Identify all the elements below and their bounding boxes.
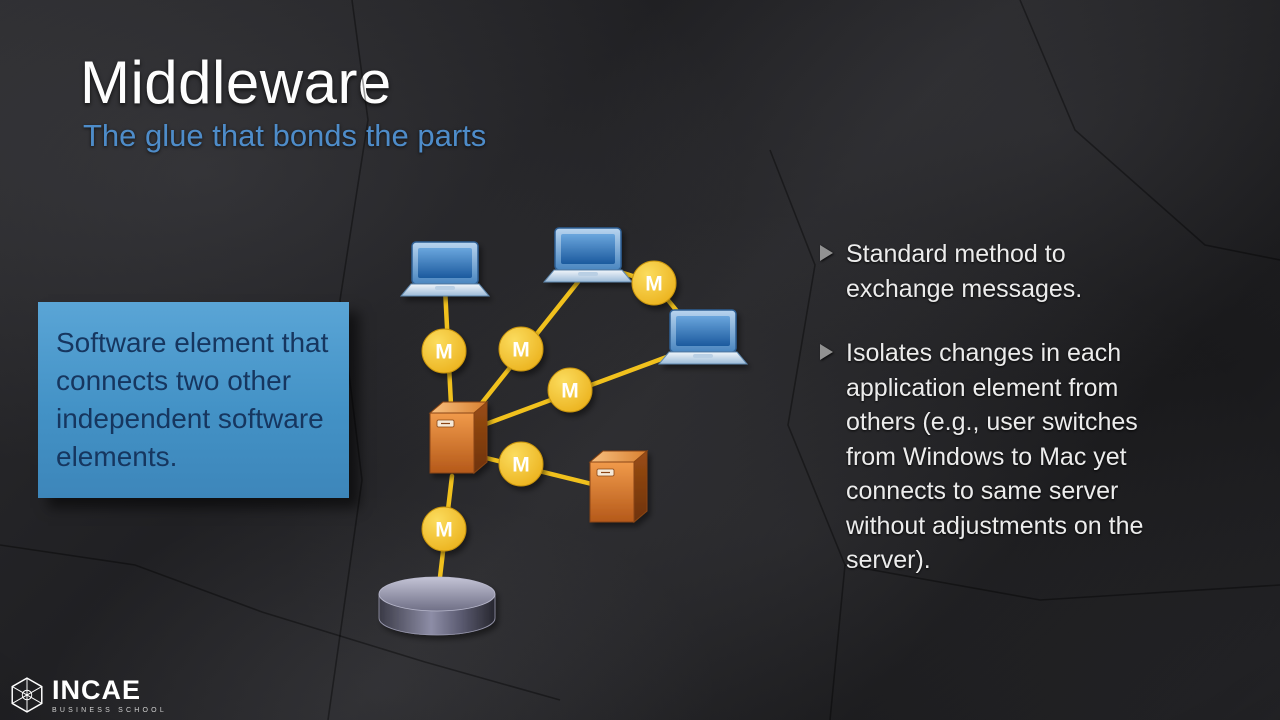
laptop-icon (658, 309, 748, 365)
definition-text: Software element that connects two other… (56, 327, 329, 473)
middleware-node (421, 506, 467, 552)
laptop-icon (400, 241, 490, 297)
server-icon (429, 401, 488, 474)
bullet-arrow-icon (820, 245, 833, 261)
definition-callout: Software element that connects two other… (38, 302, 349, 499)
bullet-list: Standard method to exchange messages. Is… (820, 237, 1156, 608)
bullet-item: Isolates changes in each application ele… (820, 336, 1156, 578)
incae-logo: INCAE BUSINESS SCHOOL (8, 676, 167, 714)
incae-logo-text: INCAE BUSINESS SCHOOL (52, 674, 167, 714)
database-icon (378, 576, 496, 636)
bullet-arrow-icon (820, 344, 833, 360)
middleware-node (547, 367, 593, 413)
incae-logo-icon (11, 677, 43, 713)
middleware-node (631, 260, 677, 306)
middleware-node (421, 328, 467, 374)
page-title: Middleware (80, 49, 392, 116)
bullet-text: Standard method to exchange messages. (846, 240, 1083, 303)
bullet-item: Standard method to exchange messages. (820, 237, 1156, 306)
logo-name: INCAE (52, 674, 142, 705)
middleware-node (498, 326, 544, 372)
laptop-icon (543, 227, 633, 283)
page-subtitle: The glue that bonds the parts (83, 118, 487, 153)
bullet-text: Isolates changes in each application ele… (846, 339, 1144, 574)
logo-tagline: BUSINESS SCHOOL (52, 706, 167, 714)
server-icon (589, 450, 648, 523)
middleware-node (498, 441, 544, 487)
